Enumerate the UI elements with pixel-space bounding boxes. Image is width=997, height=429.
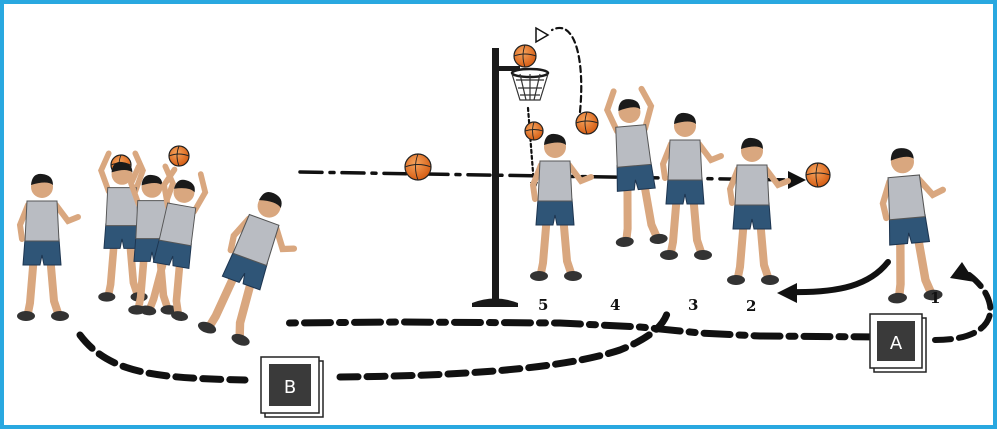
player-figure [603,88,668,248]
ball [514,45,536,67]
ball [405,154,431,180]
player-figure [660,113,721,260]
step-labels: 1 2 3 4 5 [538,289,940,315]
player-figure [17,174,78,321]
player-shorts [23,239,61,265]
player-jersey [886,175,925,220]
ball [806,163,830,187]
step-label-2: 2 [746,297,756,315]
player-jersey [614,124,651,167]
player-jersey [538,161,572,201]
players [17,88,952,351]
drop-line [528,108,534,185]
player-shorts [536,199,574,225]
marker-a-label: A [890,333,903,354]
runner-arrow [790,262,888,292]
player-jersey [668,140,702,180]
ball [576,112,598,134]
player-shoe [615,236,634,248]
marker-b-label: B [284,377,296,398]
step-label-1: 1 [930,289,940,307]
player-jersey [25,201,59,241]
player-shoe [660,250,678,260]
player-shoe [17,311,35,321]
player-shoe [51,311,69,321]
player-shoe [761,275,779,285]
player-shoe [694,250,712,260]
marker-b: B [261,357,323,417]
arrowhead-runner [777,283,797,303]
return-path [285,322,880,337]
player-shorts [104,224,140,249]
step-label-5: 5 [538,296,548,314]
rebound-arc [552,28,581,112]
player-shoe [727,275,745,285]
player-shoe [564,271,582,281]
step-label-4: 4 [610,296,620,314]
hoop-net [512,74,548,100]
ball [169,146,189,166]
player-shoe [98,292,115,302]
player-figure [727,138,788,285]
hoop-base [472,299,518,308]
player-shorts [666,178,704,204]
movement-paths [80,28,990,380]
player-shoe [888,292,908,304]
balls [111,45,830,187]
right-loop [935,270,990,340]
player-shoe [530,271,548,281]
player-jersey [735,165,769,205]
player-shorts [733,203,771,229]
player-figure [875,145,952,304]
arrowhead-loop [950,262,975,282]
hoop-pole [492,48,499,300]
player-figure [530,134,591,281]
arrowhead-rebound [536,28,548,42]
marker-a: A [870,314,926,372]
ball [525,122,543,140]
step-label-3: 3 [688,296,698,314]
